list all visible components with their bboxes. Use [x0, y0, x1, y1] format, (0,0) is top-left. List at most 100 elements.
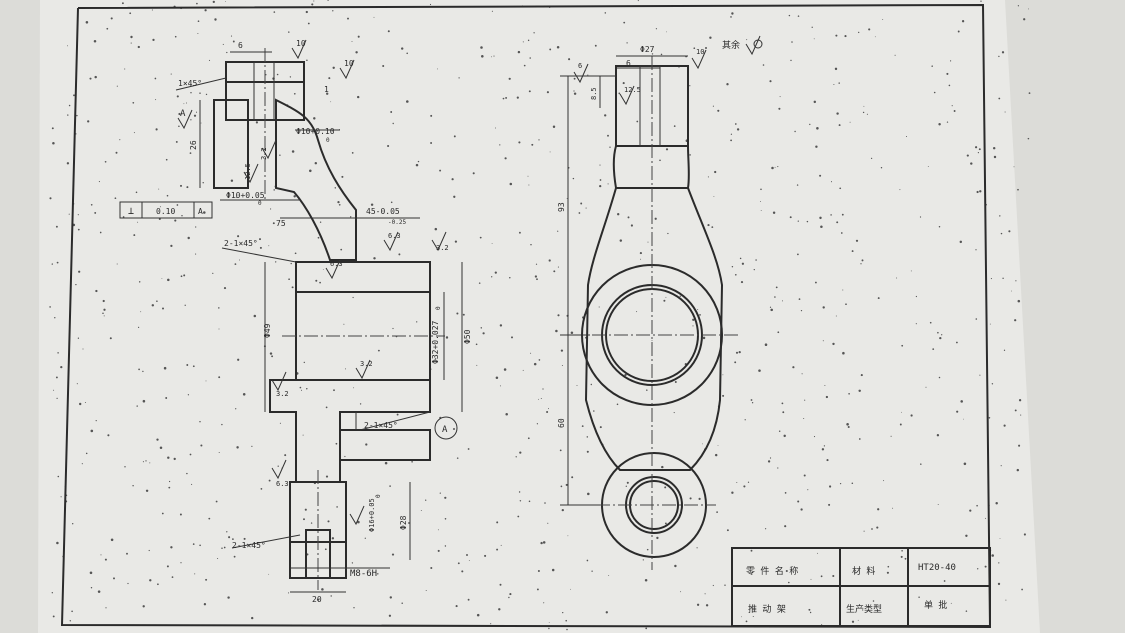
title-material-label: 材 料 [852, 565, 875, 577]
speckle [764, 343, 768, 346]
speckle [680, 591, 682, 593]
speckle [76, 383, 78, 385]
speckle [51, 592, 53, 594]
speckle [894, 54, 896, 56]
speckle [425, 499, 427, 501]
speckle [67, 114, 69, 116]
speckle [196, 2, 198, 5]
speckle [49, 197, 52, 200]
speckle [536, 278, 538, 281]
speckle [689, 154, 691, 156]
speckle [753, 268, 755, 271]
speckle [208, 59, 211, 61]
speckle [933, 91, 936, 94]
speckle [815, 145, 818, 148]
section-marker-label: A [442, 425, 448, 435]
speckle [205, 93, 208, 96]
speckle [171, 576, 174, 578]
speckle [607, 183, 609, 185]
speckle [495, 127, 496, 129]
speckle [51, 127, 54, 130]
speckle [557, 230, 559, 232]
speckle [218, 451, 220, 454]
speckle [948, 84, 951, 87]
speckle [858, 438, 861, 440]
speckle [548, 408, 549, 410]
speckle [476, 364, 478, 366]
speckle [674, 381, 677, 383]
speckle [900, 411, 902, 413]
speckle [90, 203, 93, 206]
speckle [531, 143, 534, 146]
speckle [991, 383, 994, 385]
speckle [279, 154, 281, 156]
speckle [747, 481, 750, 483]
speckle [337, 200, 340, 204]
thread-label: M8-6H [350, 569, 377, 579]
speckle [555, 329, 558, 333]
speckle [808, 608, 811, 611]
speckle [630, 224, 633, 227]
speckle [335, 442, 338, 445]
speckle [991, 554, 994, 557]
speckle [666, 31, 667, 33]
speckle [538, 359, 541, 361]
speckle [225, 1, 226, 3]
speckle [851, 250, 854, 253]
curved-arm [275, 98, 357, 261]
speckle [205, 380, 207, 382]
speckle [548, 627, 550, 630]
speckle [499, 583, 502, 586]
speckle [654, 217, 657, 220]
speckle [899, 423, 902, 426]
speckle [860, 263, 862, 265]
speckle [161, 278, 163, 280]
speckle [777, 467, 779, 469]
dim-1-label: 1 [324, 85, 329, 94]
speckle [197, 33, 199, 34]
speckle [515, 456, 517, 458]
speckle [797, 220, 799, 222]
speckle [901, 344, 904, 347]
speckle [508, 77, 511, 80]
speckle [326, 92, 329, 95]
speckle [389, 596, 392, 599]
speckle [976, 504, 978, 507]
speckle [990, 278, 992, 280]
speckle [226, 51, 228, 54]
speckle [347, 17, 349, 20]
speckle [103, 308, 106, 311]
speckle [158, 188, 160, 190]
speckle [1023, 18, 1026, 21]
ra-6-3-label: 6.3 [388, 232, 401, 240]
speckle [72, 523, 74, 525]
speckle [69, 620, 72, 622]
speckle [936, 434, 940, 437]
speckle [540, 541, 543, 545]
speckle [573, 77, 576, 80]
speckle [565, 483, 568, 486]
speckle [900, 555, 903, 558]
speckle [663, 299, 666, 302]
speckle [127, 582, 129, 585]
speckle [305, 10, 308, 14]
speckle [136, 405, 138, 407]
speckle [491, 243, 493, 244]
speckle [646, 548, 649, 551]
speckle [310, 522, 313, 524]
speckle [336, 506, 338, 508]
speckle [699, 314, 701, 316]
speckle [976, 190, 979, 194]
roughness-icon [271, 459, 287, 480]
speckle [552, 125, 556, 128]
speckle [475, 343, 478, 346]
speckle [717, 109, 720, 112]
leader-chamfer-top [175, 77, 227, 91]
speckle [832, 342, 835, 346]
speckle [573, 92, 577, 95]
speckle [456, 457, 459, 459]
speckle [915, 323, 917, 325]
speckle [730, 139, 732, 142]
speckle [782, 411, 785, 414]
speckle [430, 142, 433, 144]
